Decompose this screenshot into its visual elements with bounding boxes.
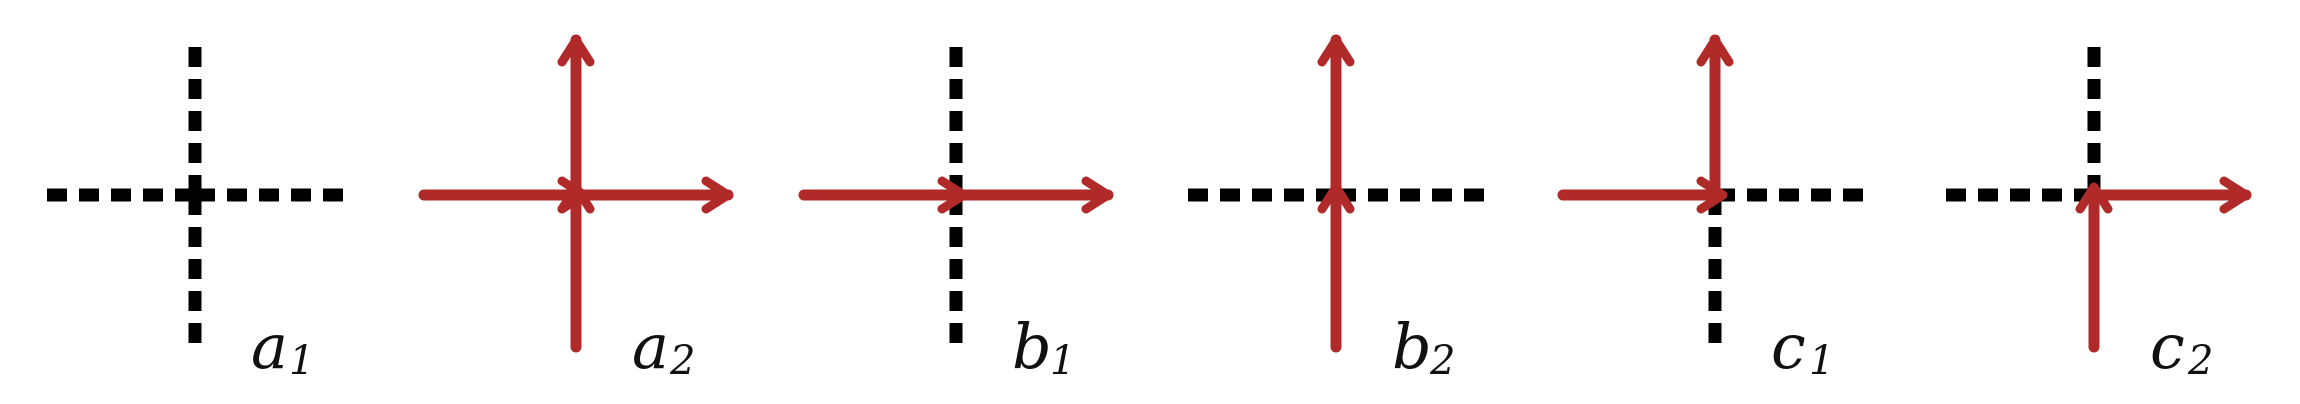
panel-label-c2: c (2150, 310, 2185, 383)
panel-subscript-c2: 2 (2187, 338, 2213, 384)
arrow-head-down-in (1317, 182, 1355, 214)
arrow-head-up-out (557, 35, 595, 67)
arrow-head-up-out (1317, 35, 1355, 67)
panel-subscript-c1: 1 (1809, 338, 1834, 384)
panel-label-a1: a (251, 310, 288, 383)
arrow-head-up-out (1696, 35, 1734, 67)
panel-b1: b1 (798, 40, 1114, 384)
panel-label-b1: b (1012, 310, 1052, 383)
arrow-head-left-in (1696, 176, 1728, 214)
panel-b2: b2 (1184, 34, 1488, 384)
arrow-head-down-in (2075, 182, 2113, 214)
panel-subscript-b2: 2 (1429, 338, 1455, 384)
panel-subscript-a1: 1 (289, 338, 314, 384)
panel-subscript-b1: 1 (1050, 338, 1075, 384)
arrow-head-down-in (557, 182, 595, 214)
arrow-head-right-out (701, 176, 733, 214)
arrow-head-right-out (2219, 176, 2251, 214)
arrow-head-right-out (1081, 176, 1113, 214)
panel-label-c1: c (1771, 310, 1806, 383)
panel-label-b2: b (1392, 310, 1432, 383)
panel-subscript-a2: 2 (669, 338, 695, 384)
panel-label-a2: a (632, 310, 669, 383)
